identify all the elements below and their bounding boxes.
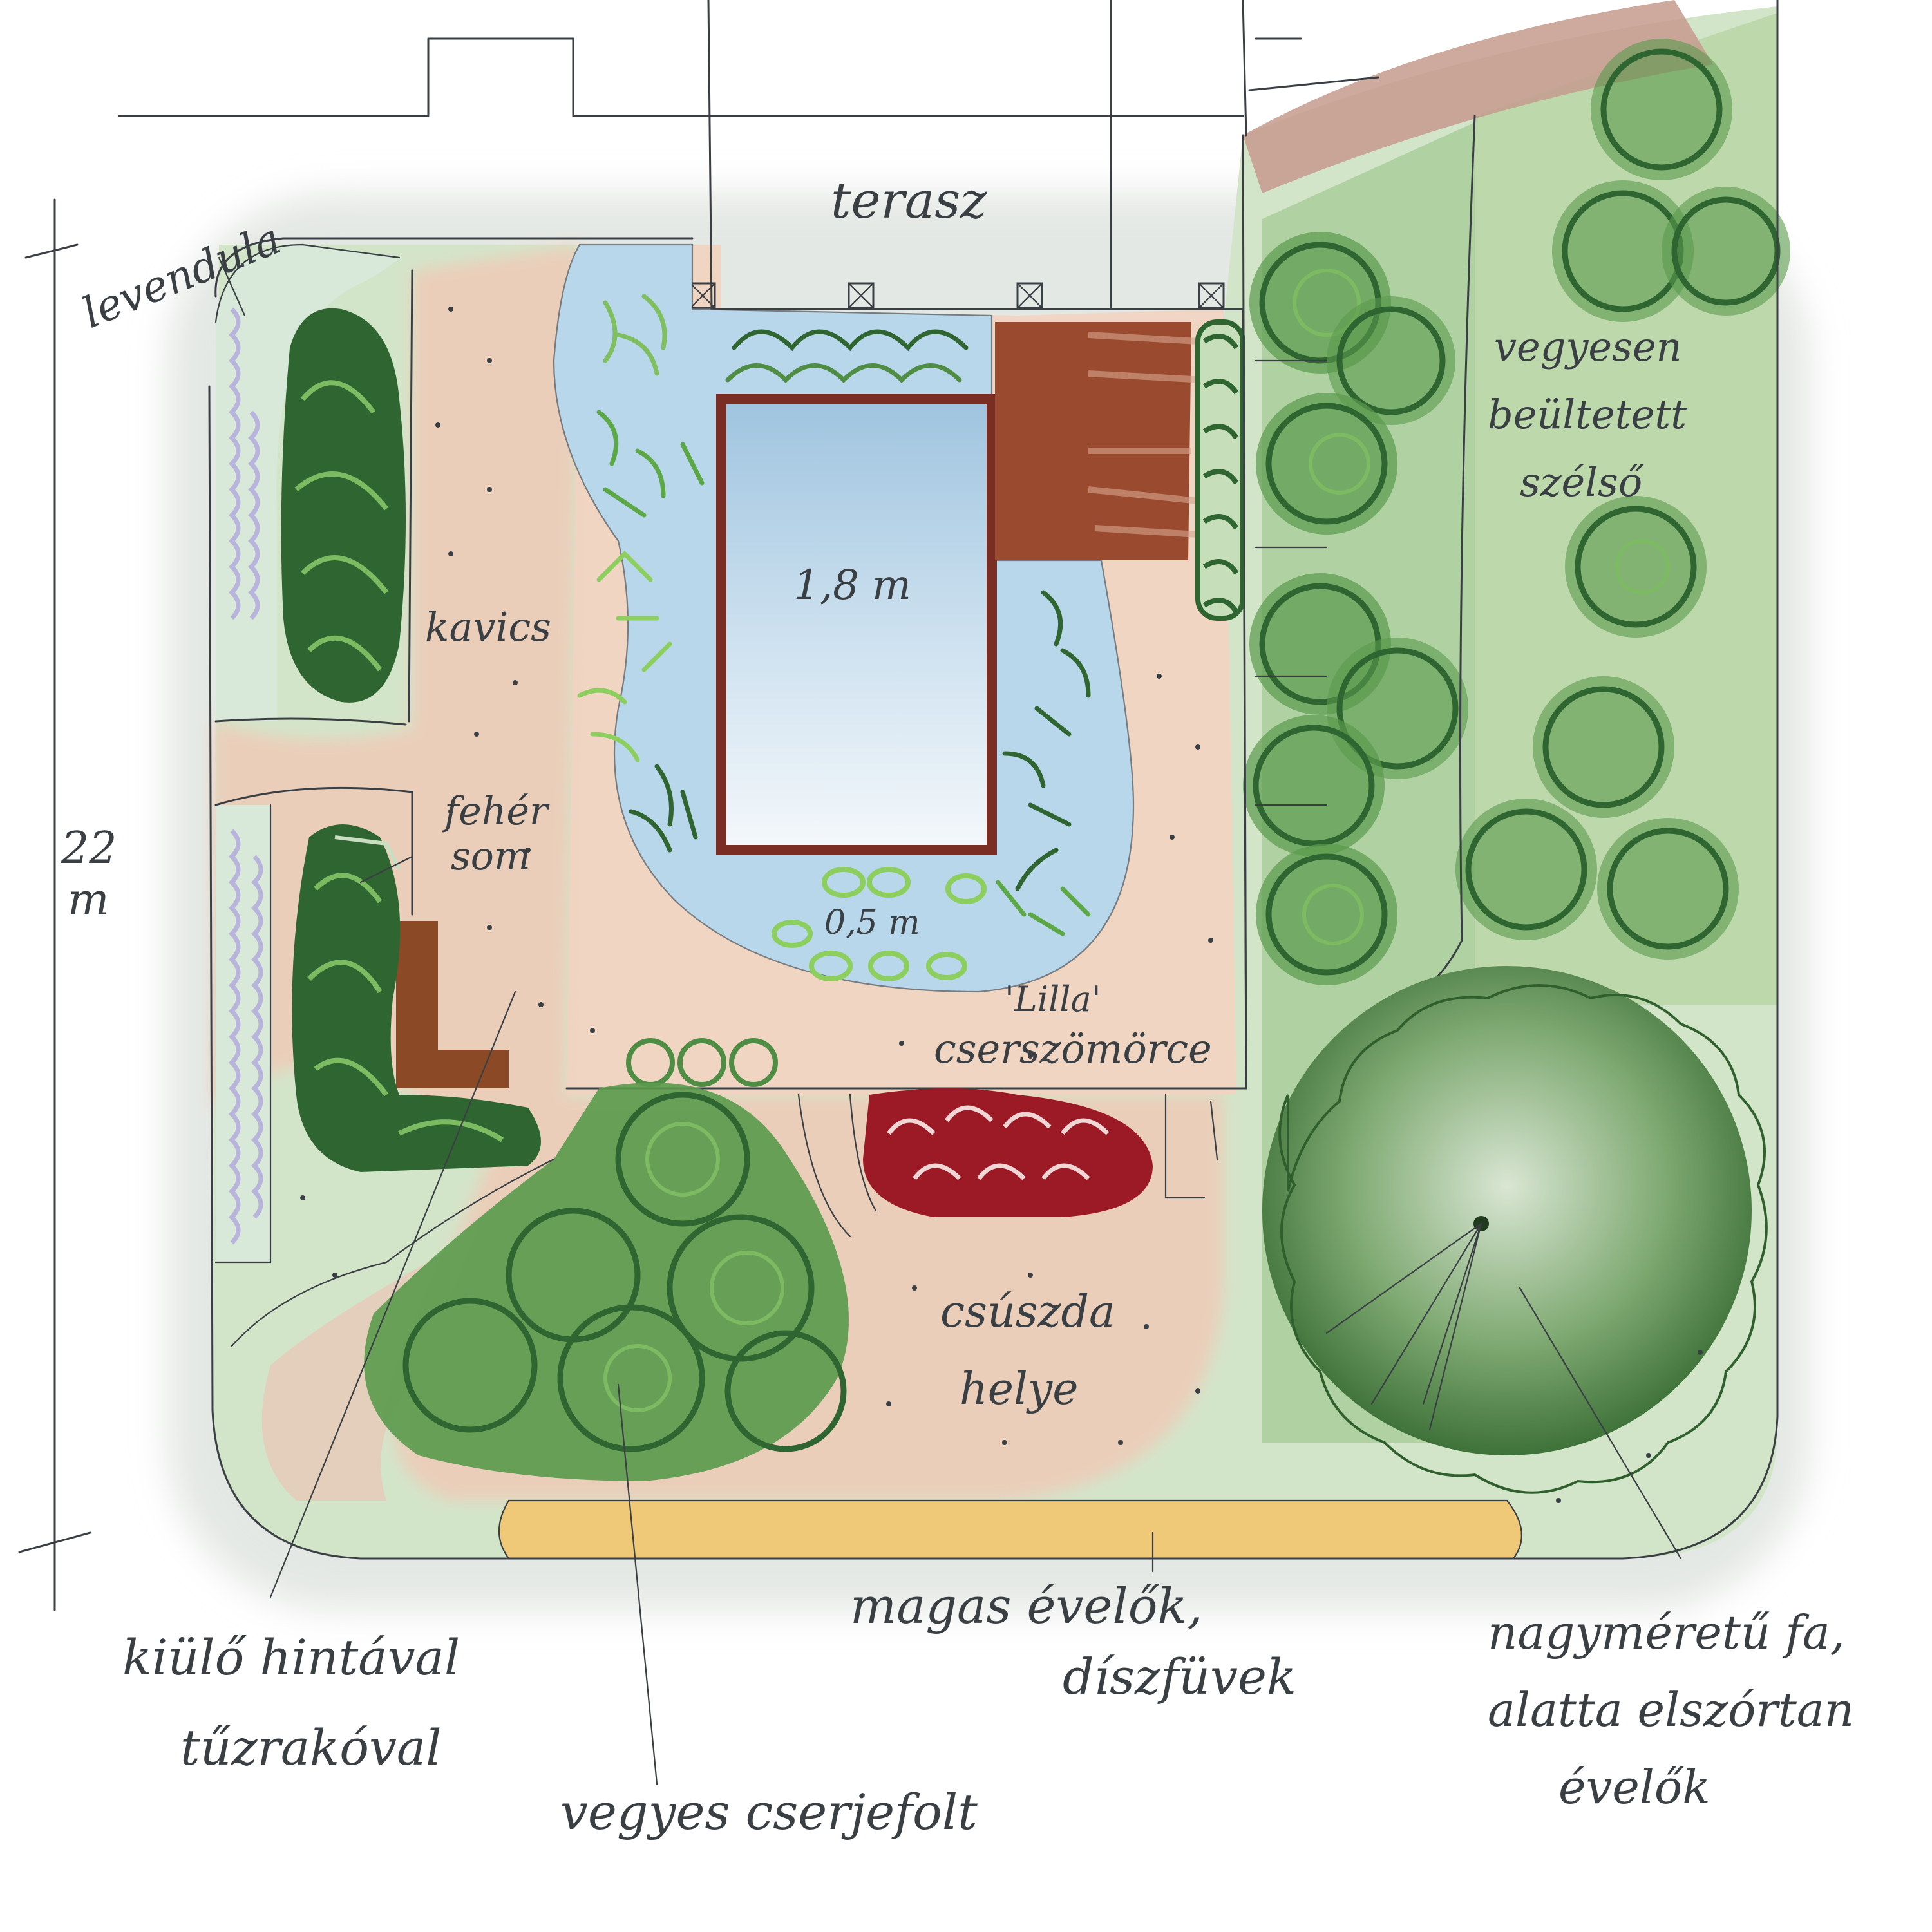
terrace-label: terasz [831, 172, 987, 230]
tall-perennials-label-line1: magas évelők, [850, 1577, 1203, 1634]
pool-depth-label: 1,8 m [793, 562, 911, 609]
mixed-raspberry-label-line3: szélső [1520, 459, 1645, 506]
firepit-label-line1: kiülő hintával [122, 1629, 460, 1686]
left-path-edges [214, 269, 413, 916]
berry-patch [364, 1083, 849, 1481]
terrace-posts [689, 282, 1225, 309]
tall-perennials-label-line2: díszfüvek [1063, 1648, 1296, 1705]
slide-strip [797, 1094, 1218, 1238]
dogwood-label-line2: som [451, 834, 531, 879]
gravel-dots [300, 307, 1703, 1503]
gravel-label: kavics [425, 603, 551, 650]
dimension-unit: m [68, 875, 109, 925]
lilla-cotinus [863, 1088, 1153, 1217]
tall-perennials-bed [498, 1499, 1522, 1560]
left-hedge [281, 308, 541, 1172]
house-outline [118, 0, 1379, 310]
firepit-label-line2: tűzrakóval [180, 1719, 442, 1776]
slide-label-line1: csúszda [940, 1287, 1115, 1338]
right-shrub-belt [1242, 0, 1790, 1418]
shallow-zone-plants [772, 867, 987, 981]
terrace-hedge-column [1195, 319, 1245, 621]
large-tree [1262, 966, 1768, 1494]
mixed-raspberry-label-line1: vegyesen [1494, 323, 1682, 370]
big-tree-label-line2: alatta elszórtan [1488, 1683, 1854, 1737]
shallow-depth-label: 0,5 m [824, 904, 920, 942]
belt-shrubs-outer [1455, 39, 1790, 960]
cotoneaster-label-line2: cserszömörce [934, 1025, 1212, 1072]
berry-patch-label: vegyes cserjefolt [560, 1783, 978, 1841]
belt-shrubs-inner [1243, 232, 1468, 985]
dimension-line: 22 m [18, 198, 117, 1611]
garden-boundary [208, 237, 1779, 1560]
dogwood-label-line1: fehér [442, 789, 550, 834]
dimension-value: 22 [61, 823, 117, 874]
leader-lines [218, 256, 1682, 1785]
big-tree-label-line1: nagyméretű fa, [1488, 1605, 1845, 1660]
left-lavender-beds [214, 243, 401, 1264]
cotoneaster-label-line1: 'Lilla' [1005, 979, 1101, 1019]
wooden-deck [396, 322, 1211, 1088]
pond-plants [577, 294, 1091, 936]
mixed-raspberry-label-line2: beültetett [1488, 391, 1687, 438]
swimming-pool: 1,8 m [716, 394, 997, 855]
lavender-plants [229, 307, 263, 1245]
slide-label-line2: helye [960, 1364, 1078, 1415]
big-tree-label-line3: évelők [1558, 1760, 1710, 1814]
